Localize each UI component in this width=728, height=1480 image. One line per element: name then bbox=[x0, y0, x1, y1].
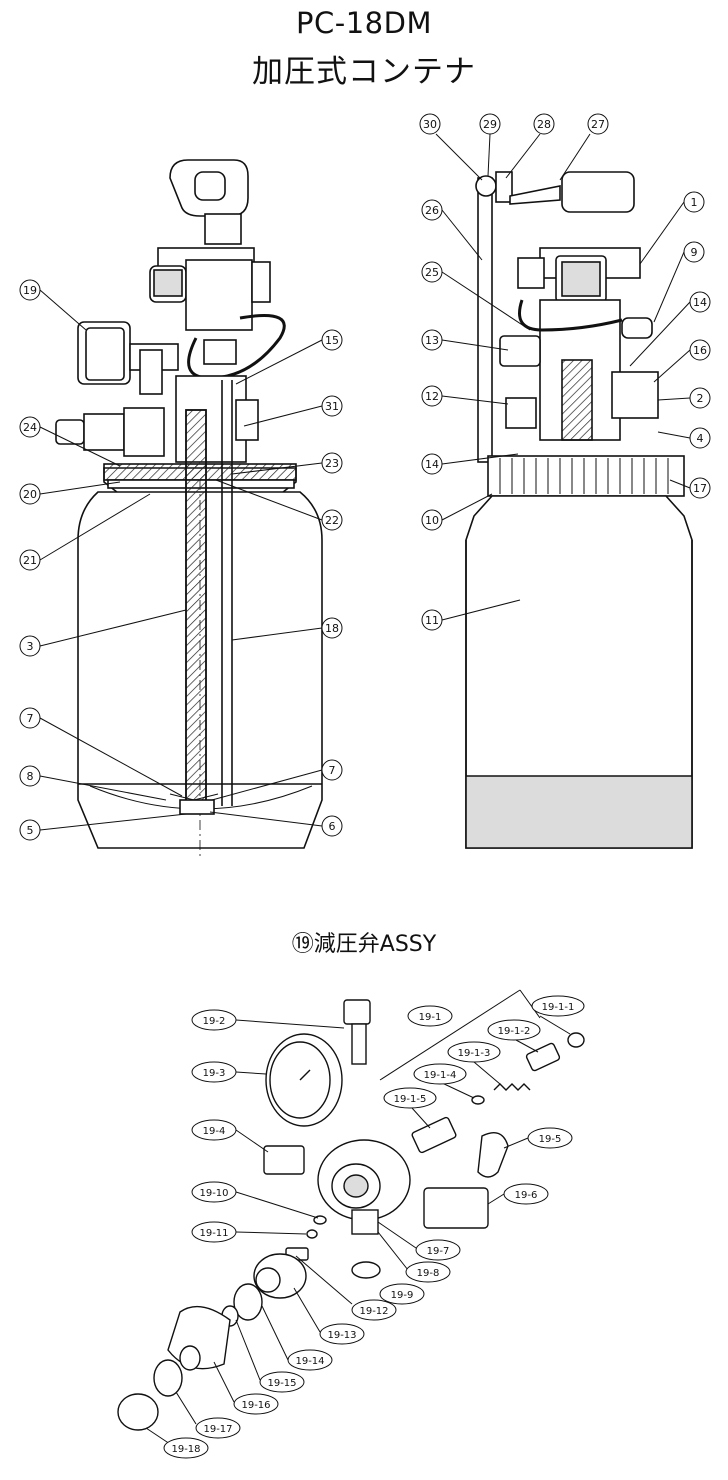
label-19-13: 19-13 bbox=[327, 1330, 356, 1341]
callout-18 bbox=[321, 617, 343, 639]
label-19-11: 19-11 bbox=[199, 1228, 228, 1239]
label-19-5: 19-5 bbox=[539, 1134, 562, 1145]
callouts-left bbox=[19, 279, 343, 841]
callout-text: 15 bbox=[325, 334, 339, 347]
callout-text: 2 bbox=[697, 392, 704, 405]
label-19-16: 19-16 bbox=[241, 1400, 270, 1411]
label-19-7: 19-7 bbox=[427, 1246, 450, 1257]
callout-text: 11 bbox=[425, 614, 439, 627]
label-19-6: 19-6 bbox=[515, 1190, 538, 1201]
callout-text: 27 bbox=[591, 118, 605, 131]
callout-22 bbox=[321, 509, 343, 531]
callout-6 bbox=[321, 815, 343, 837]
callouts-right bbox=[419, 113, 711, 631]
callout-text: 1 bbox=[691, 196, 698, 209]
label-19-4: 19-4 bbox=[203, 1126, 226, 1137]
callout-text: 8 bbox=[27, 770, 34, 783]
callout-5 bbox=[19, 819, 41, 841]
callout-24 bbox=[19, 416, 41, 438]
exploded-leaders bbox=[145, 989, 571, 1445]
callout-text: 14 bbox=[693, 296, 707, 309]
callout-text: 31 bbox=[325, 400, 339, 413]
callout-19 bbox=[19, 279, 41, 301]
container-external-view bbox=[465, 171, 693, 849]
exploded-label-ovals bbox=[163, 995, 585, 1459]
callout-text: 22 bbox=[325, 514, 339, 527]
callout-8 bbox=[19, 765, 41, 787]
callout-text: 5 bbox=[27, 824, 34, 837]
callout-text: 18 bbox=[325, 622, 339, 635]
callout-text: 16 bbox=[693, 344, 707, 357]
label-19-12: 19-12 bbox=[359, 1306, 388, 1317]
callout-text: 19 bbox=[23, 284, 37, 297]
label-19-8: 19-8 bbox=[417, 1268, 440, 1279]
callout-text: 14 bbox=[425, 458, 439, 471]
callout-text: 29 bbox=[483, 118, 497, 131]
label-19-1-2: 19-1-2 bbox=[498, 1026, 531, 1037]
callout-labels-right: 30 29 28 27 26 25 13 12 14 10 11 1 9 14 … bbox=[423, 118, 707, 627]
callout-23 bbox=[321, 452, 343, 474]
callout-15 bbox=[321, 329, 343, 351]
callout-text: 4 bbox=[697, 432, 704, 445]
callout-text: 17 bbox=[693, 482, 707, 495]
label-19-10: 19-10 bbox=[199, 1188, 228, 1199]
callout-text: 3 bbox=[27, 640, 34, 653]
callout-3 bbox=[19, 635, 41, 657]
callout-text: 7 bbox=[329, 764, 336, 777]
callout-text: 21 bbox=[23, 554, 37, 567]
callout-text: 23 bbox=[325, 457, 339, 470]
label-19-15: 19-15 bbox=[267, 1378, 296, 1389]
callout-text: 25 bbox=[425, 266, 439, 279]
container-section-view bbox=[55, 159, 323, 856]
callout-text: 6 bbox=[329, 820, 336, 833]
exploded-labels: 19-2 19-3 19-4 19-10 19-11 19-1 19-1-1 1… bbox=[171, 1002, 574, 1455]
callout-text: 7 bbox=[27, 712, 34, 725]
callout-text: 26 bbox=[425, 204, 439, 217]
label-19-2: 19-2 bbox=[203, 1016, 226, 1027]
callout-text: 12 bbox=[425, 390, 439, 403]
callout-text: 10 bbox=[425, 514, 439, 527]
label-19-17: 19-17 bbox=[203, 1424, 232, 1435]
callout-labels-left: 19 24 20 21 3 7 8 5 15 31 23 22 18 7 6 bbox=[23, 284, 339, 837]
callout-7b bbox=[321, 759, 343, 781]
callout-text: 20 bbox=[23, 488, 37, 501]
callout-text: 28 bbox=[537, 118, 551, 131]
label-19-1-4: 19-1-4 bbox=[424, 1070, 457, 1081]
label-19-1-1: 19-1-1 bbox=[542, 1002, 575, 1013]
label-19-1-5: 19-1-5 bbox=[394, 1094, 427, 1105]
label-19-1: 19-1 bbox=[419, 1012, 442, 1023]
label-19-14: 19-14 bbox=[295, 1356, 324, 1367]
callout-text: 13 bbox=[425, 334, 439, 347]
callout-31 bbox=[321, 395, 343, 417]
model-title: PC-18DM bbox=[296, 6, 432, 40]
label-19-3: 19-3 bbox=[203, 1068, 226, 1079]
callout-20 bbox=[19, 483, 41, 505]
product-name: 加圧式コンテナ bbox=[252, 54, 476, 90]
callout-text: 30 bbox=[423, 118, 437, 131]
callout-text: 24 bbox=[23, 421, 37, 434]
subassembly-title: ⑲減圧弁ASSY bbox=[291, 932, 437, 957]
label-19-1-3: 19-1-3 bbox=[458, 1048, 491, 1059]
label-19-9: 19-9 bbox=[391, 1290, 414, 1301]
callout-7 bbox=[19, 707, 41, 729]
label-19-18: 19-18 bbox=[171, 1444, 200, 1455]
regulator-exploded-view bbox=[117, 999, 585, 1431]
callout-21 bbox=[19, 549, 41, 571]
callout-text: 9 bbox=[691, 246, 698, 259]
